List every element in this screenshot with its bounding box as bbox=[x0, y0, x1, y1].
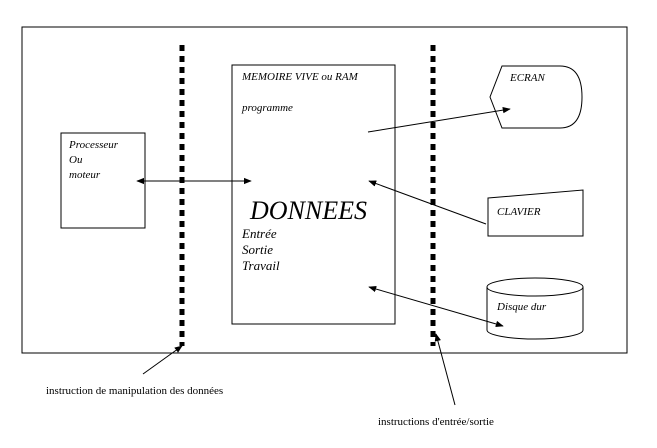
arrow-memory-screen bbox=[367, 106, 511, 133]
arrow-annotation-right bbox=[434, 333, 456, 406]
arrow-keyboard-memory bbox=[368, 180, 487, 225]
memory-item-input: Entrée bbox=[242, 226, 277, 241]
processor-label-line3: moteur bbox=[69, 169, 101, 181]
annotation-io-instructions: instructions d'entrée/sortie bbox=[378, 416, 494, 428]
memory-box bbox=[231, 64, 396, 325]
disk-label: Disque dur bbox=[497, 301, 547, 313]
screen-shape bbox=[489, 65, 583, 129]
memory-program-label: programme bbox=[242, 102, 293, 114]
screen-label: ECRAN bbox=[510, 72, 545, 84]
memory-data-title: DONNEES bbox=[250, 196, 367, 225]
processor-label-line1: Processeur bbox=[69, 139, 119, 151]
annotation-data-manipulation: instruction de manipulation des données bbox=[46, 385, 224, 397]
keyboard-shape bbox=[487, 189, 584, 237]
disk-shape bbox=[486, 277, 584, 340]
processor-label-line2: Ou bbox=[69, 154, 83, 166]
memory-title: MEMOIRE VIVE ou RAM bbox=[242, 71, 358, 83]
memory-item-output: Sortie bbox=[242, 242, 274, 257]
memory-item-work: Travail bbox=[242, 258, 280, 273]
outer-frame bbox=[21, 26, 628, 354]
arrow-disk-memory bbox=[368, 285, 504, 328]
arrow-annotation-left bbox=[142, 345, 183, 375]
keyboard-label: CLAVIER bbox=[497, 206, 541, 218]
processor-box bbox=[60, 132, 146, 229]
